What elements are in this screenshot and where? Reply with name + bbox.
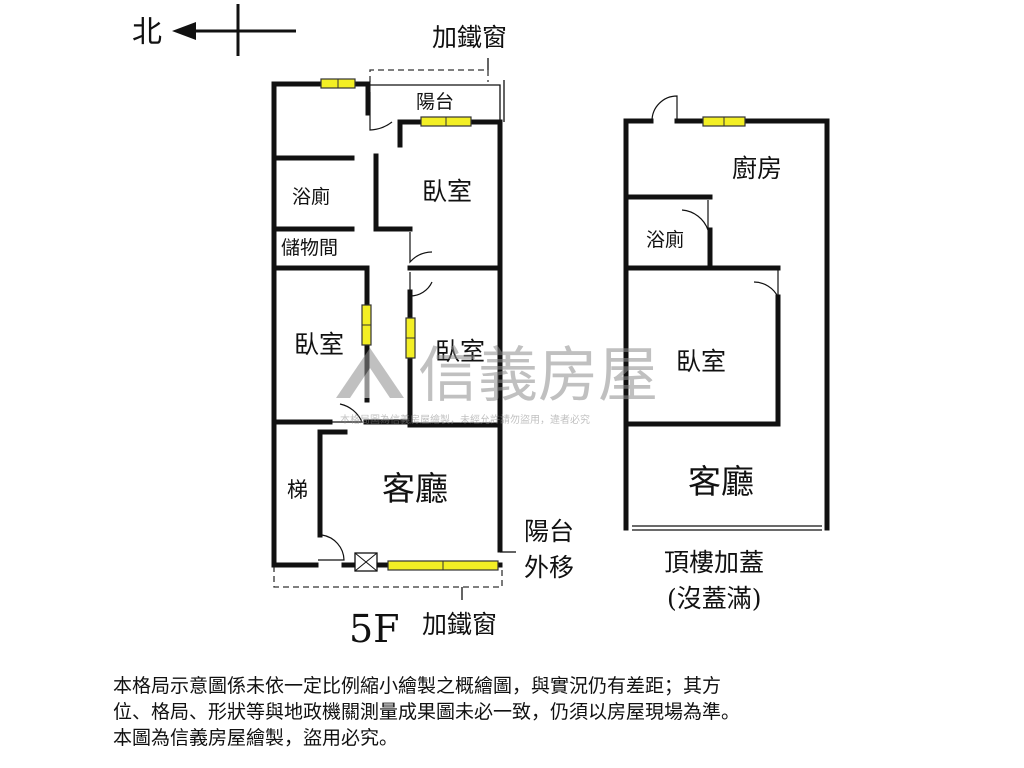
label-bedroom-ne: 臥室 [422, 177, 472, 206]
label-balcony-out-2: 外移 [524, 553, 574, 582]
disclaimer-line-3: 本圖為信義房屋繪製，盜用必究。 [113, 727, 399, 749]
label-balcony-top: 陽台 [416, 91, 454, 113]
label-roof-title: 頂樓加蓋 [664, 548, 764, 577]
ac-unit-icon [354, 552, 378, 572]
roof-door-entry-swing [651, 95, 678, 122]
label-bedroom-roof: 臥室 [676, 347, 726, 376]
roof-door-bedroom-swing [753, 270, 779, 298]
label-bath-5f: 浴廁 [292, 185, 330, 208]
label-floor-5f: 5F [349, 607, 400, 651]
compass-north-label: 北 [132, 15, 162, 50]
label-bedroom-mid: 臥室 [435, 337, 485, 366]
wall-stairs [317, 429, 348, 538]
label-bedroom-w: 臥室 [294, 330, 344, 359]
label-stairs: 梯 [287, 478, 308, 502]
door-entry-swing [318, 534, 345, 561]
door-bedroom-ne-swing [409, 232, 433, 264]
label-iron-window-top: 加鐵窗 [432, 23, 507, 52]
floor-5f-plan: 加鐵窗 陽台 浴廁 臥室 儲物間 臥室 臥室 梯 客廳 陽台 外移 5F 加鐵窗 [271, 23, 574, 651]
door-bedroom-mid-swing [409, 272, 433, 297]
compass: 北 [132, 4, 296, 56]
watermark-logo-icon [336, 348, 404, 398]
label-living-5f: 客廳 [382, 469, 448, 508]
iron-window-bottom-outline [273, 566, 503, 588]
rooftop-plan: 廚房 浴廁 臥室 客廳 頂樓加蓋 (沒蓋滿) [623, 95, 830, 613]
watermark-notice: 本格局圖為信義房屋繪製，未經允許請勿盜用，違者必究 [340, 413, 590, 426]
roof-door-bath-swing [681, 200, 709, 231]
door-bedroom-w-swing [331, 403, 363, 423]
label-kitchen: 廚房 [732, 154, 782, 183]
door-balcony-swing [369, 92, 393, 131]
disclaimer-notes: 本格局示意圖係未依一定比例縮小繪製之概繪圖，與實況仍有差距；其方 位、格局、形狀… [113, 673, 933, 751]
label-storage: 儲物間 [281, 237, 338, 259]
wall-bedroom-ne-west [373, 153, 413, 232]
iron-window-top-outline [369, 69, 489, 82]
compass-arrowhead-icon [172, 22, 196, 40]
label-balcony-out-1: 陽台 [524, 517, 574, 546]
watermark: 信義房屋 本格局圖為信義房屋繪製，未經允許請勿盜用，違者必究 [336, 341, 658, 426]
disclaimer-line-2: 位、格局、形狀等與地政機關測量成果圖未必一致，仍須以房屋現場為準。 [113, 701, 741, 723]
watermark-brand: 信義房屋 [418, 341, 658, 411]
balcony-top-outline [368, 84, 501, 122]
label-iron-window-bottom: 加鐵窗 [422, 610, 497, 639]
disclaimer-line-1: 本格局示意圖係未依一定比例縮小繪製之概繪圖，與實況仍有差距；其方 [113, 675, 722, 697]
label-living-roof: 客廳 [688, 462, 754, 501]
wall-north-top [271, 81, 371, 116]
label-bath-roof: 浴廁 [646, 228, 684, 251]
label-roof-subtitle: (沒蓋滿) [667, 584, 762, 613]
